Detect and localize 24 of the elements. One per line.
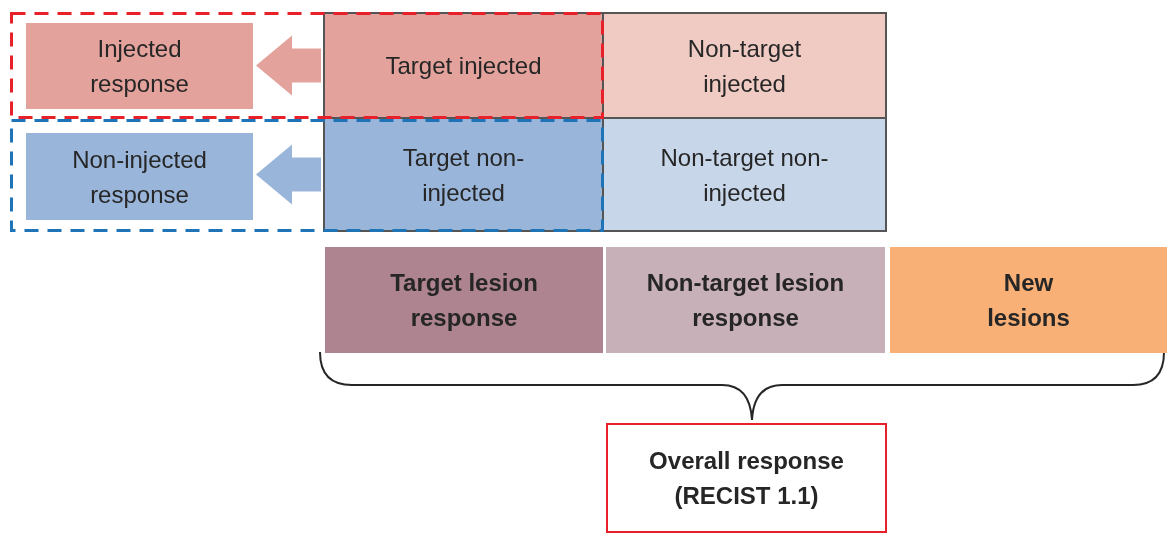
result-box bbox=[606, 423, 887, 533]
grid-cell-box bbox=[602, 117, 887, 232]
grid-cell-box bbox=[323, 117, 604, 232]
box-label: New lesions bbox=[986, 268, 1071, 333]
box-label: Target injected bbox=[385, 51, 542, 81]
grid-cell-box bbox=[602, 12, 887, 119]
box-label: Target non-injected bbox=[401, 142, 526, 208]
dashed-group-box bbox=[10, 12, 604, 119]
box-label: Injected response bbox=[89, 34, 190, 99]
category-box bbox=[325, 247, 603, 353]
box-label: Overall response (RECIST 1.1) bbox=[648, 446, 845, 511]
dashed-group-box bbox=[10, 119, 604, 232]
box-label: Non-target non-injected bbox=[659, 142, 830, 208]
category-box bbox=[606, 247, 885, 353]
response-box bbox=[26, 133, 253, 220]
box-label: Non-target injected bbox=[686, 33, 803, 99]
box-label: Target lesion response bbox=[389, 268, 539, 333]
box-label: Non-injected response bbox=[71, 144, 208, 210]
block-arrow bbox=[256, 144, 321, 205]
category-box bbox=[890, 247, 1167, 353]
response-box bbox=[26, 23, 253, 109]
grid-cell-box bbox=[323, 12, 604, 119]
box-label: Non-target lesion response bbox=[645, 268, 846, 333]
block-arrow bbox=[256, 35, 321, 96]
